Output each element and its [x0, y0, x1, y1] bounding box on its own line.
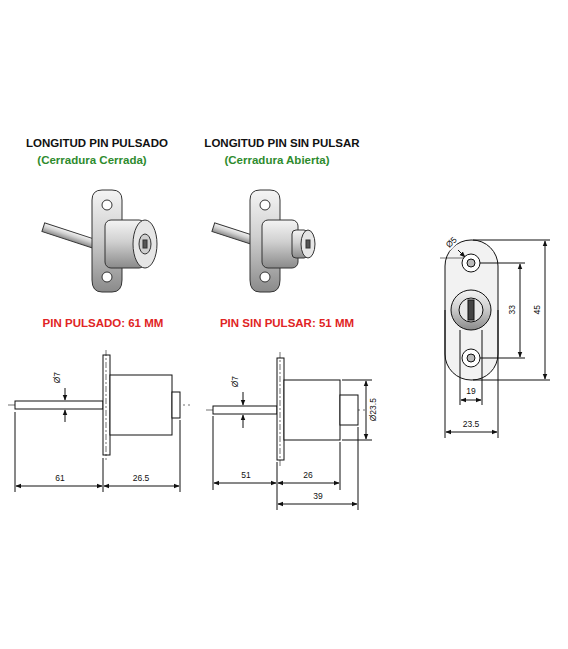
lock-illustration-shape [139, 234, 151, 254]
side-view-line [103, 458, 104, 492]
dimension-label: 26 [302, 471, 313, 480]
side-view-line [65, 388, 66, 400]
dimension-label: 61 [54, 474, 65, 483]
side-view-line [278, 504, 357, 505]
front-view-line [545, 241, 546, 379]
lock-illustration [42, 190, 157, 292]
front-view-line [446, 432, 497, 433]
dimension-label: Ø7 [53, 371, 62, 384]
side-view-line [15, 412, 16, 492]
lock-illustration-shape [260, 272, 270, 282]
side-view-shape [340, 395, 358, 425]
front-view-line [460, 330, 461, 405]
front-view-shape [467, 259, 475, 267]
front-view-shape [468, 300, 474, 320]
dimension-label: 33 [508, 304, 517, 315]
front-view-line [473, 380, 550, 381]
side-view-line [180, 420, 181, 492]
side-view-shape [213, 406, 277, 414]
side-view-shape [15, 401, 103, 409]
lock-illustration [212, 190, 315, 292]
front-view-shape [467, 354, 475, 362]
dimension-label: Ø5 [444, 235, 460, 251]
side-view-line [342, 380, 372, 381]
front-view-shape [459, 298, 483, 322]
dimension-label: 26.5 [132, 474, 151, 483]
side-view-line [340, 442, 341, 490]
front-view-line [458, 250, 465, 257]
side-view-line [65, 410, 66, 422]
front-view-line [480, 263, 525, 264]
side-view-line [213, 416, 214, 490]
side-view-line [243, 415, 244, 428]
lock-illustration-shape [102, 272, 112, 282]
pin-length-note: PIN PULSADO: 61 MM [43, 317, 164, 330]
side-view-line [358, 427, 359, 510]
pin-length-note: PIN SIN PULSAR: 51 MM [220, 317, 354, 330]
dimension-label: Ø7 [231, 375, 240, 388]
side-view [206, 352, 372, 510]
front-view-shape [451, 290, 491, 330]
side-view [8, 350, 190, 492]
side-view-shape [277, 358, 284, 460]
lock-illustration-shape [143, 240, 147, 248]
side-view-shape [103, 355, 110, 455]
side-view-line [106, 350, 107, 460]
dimension-label: 51 [240, 471, 251, 480]
front-view-shape [445, 240, 498, 380]
front-view-line [480, 358, 525, 359]
front-view [440, 240, 550, 438]
dimension-label: 45 [533, 304, 542, 315]
side-view-shape [284, 380, 340, 440]
lock-illustration-shape [260, 200, 270, 210]
front-view-line [440, 258, 464, 259]
side-view-line [277, 462, 278, 510]
side-view-line [104, 486, 179, 487]
front-view-line [482, 330, 483, 405]
side-view-line [214, 483, 276, 484]
dimension-label: 39 [312, 492, 323, 501]
view-subheading: (Cerradura Cerrada) [37, 154, 146, 167]
view-subheading: (Cerradura Abierta) [224, 154, 329, 167]
side-view-line [278, 483, 339, 484]
front-view-line [520, 264, 521, 357]
front-view-line [445, 310, 446, 438]
side-view-shape [172, 392, 180, 418]
lock-illustration-shape [301, 230, 315, 258]
side-view-shape [110, 375, 172, 435]
front-view-line [498, 310, 499, 438]
front-view-line [461, 400, 481, 401]
lock-illustration-shape [133, 220, 157, 268]
view-heading: LONGITUD PIN PULSADO [26, 137, 168, 150]
lock-illustration-shape [306, 240, 310, 248]
front-view-shape [462, 349, 480, 367]
dimension-label: Ø23.5 [369, 397, 378, 422]
side-view-line [366, 381, 367, 439]
dimension-label: 19 [465, 387, 476, 396]
front-view-line [473, 240, 550, 241]
side-view-line [342, 440, 372, 441]
side-view-line [16, 486, 102, 487]
lock-illustration-shape [102, 200, 112, 210]
side-view-line [280, 352, 281, 466]
view-heading: LONGITUD PIN SIN PULSAR [204, 137, 359, 150]
side-view-line [243, 392, 244, 405]
dimension-label: 23.5 [462, 420, 481, 429]
